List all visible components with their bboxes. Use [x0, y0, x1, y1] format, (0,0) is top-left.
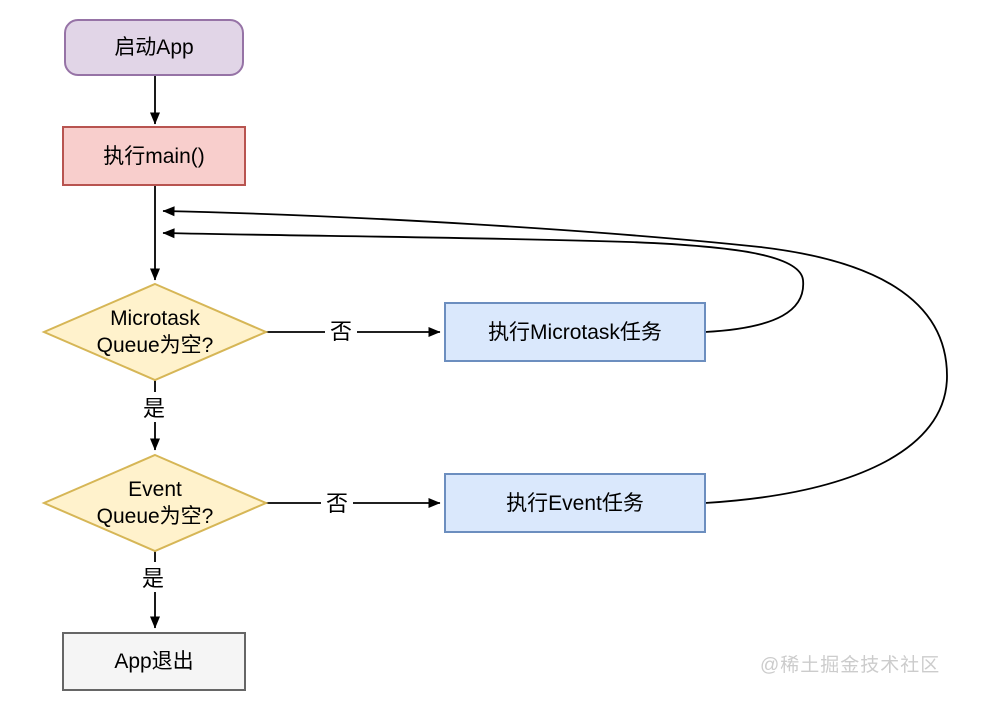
edge-event-task-return-loop	[162, 206, 948, 504]
node-event-task-shape	[444, 473, 706, 533]
node-main-shape	[62, 126, 246, 186]
edge-microtask-task-return-loop	[162, 228, 804, 333]
node-event-check-shape	[41, 453, 269, 553]
node-app-exit-shape	[62, 632, 246, 691]
node-microtask-task-shape	[444, 302, 706, 362]
node-start-shape	[64, 19, 244, 76]
node-microtask-check-shape	[41, 282, 269, 382]
